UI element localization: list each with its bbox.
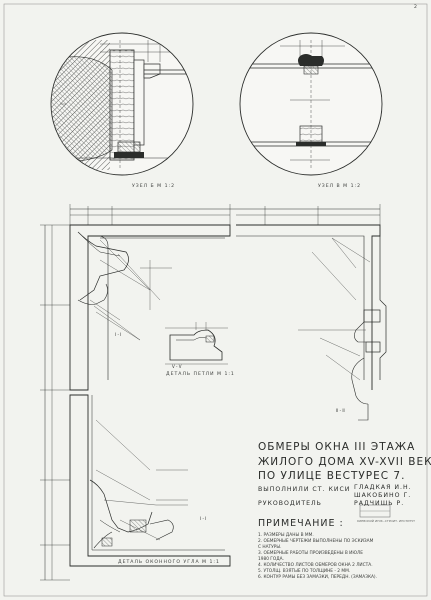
institute-stamp bbox=[359, 504, 391, 518]
caption-profile-detail: ДЕТАЛЬ ПЕТЛИ М 1:1 bbox=[166, 372, 235, 377]
title-line-3: ПО УЛИЦЕ ВЕСТУРЕС 7. bbox=[258, 470, 406, 482]
sheet-border bbox=[3, 3, 428, 597]
detail-left-circle bbox=[50, 32, 194, 176]
note-item: 1. РАЗМЕРЫ ДАНЫ В ММ. bbox=[258, 533, 314, 538]
title-line-2: ЖИЛОГО ДОМА XV-XVII ВЕКА bbox=[258, 456, 431, 468]
author-name-1: ГЛАДКАЯ И.Н. bbox=[354, 484, 412, 491]
title-line-1: ОБМЕРЫ ОКНА III ЭТАЖА bbox=[258, 441, 416, 453]
caption-detail-left: УЗЕЛ Б М 1:2 bbox=[132, 184, 175, 189]
section-label-right: II - II bbox=[336, 408, 345, 413]
caption-corner-detail: ДЕТАЛЬ ОКОННОГО УГЛА М 1:1 bbox=[118, 560, 220, 565]
note-item: 4. КОЛИЧЕСТВО ЛИСТОВ ОБМЕРОВ ОКНА 2 ЛИСТ… bbox=[258, 563, 373, 568]
dimension-label-group: I - I II - II I - I V - V bbox=[115, 332, 345, 521]
notes-heading: ПРИМЕЧАНИЕ : bbox=[258, 518, 344, 529]
caption-detail-right: УЗЕЛ В М 1:2 bbox=[318, 184, 361, 189]
author-name-3: РАДЧИШЬ Р. bbox=[354, 500, 405, 507]
author-name-2: ШАКОБИНО Г. bbox=[354, 492, 412, 499]
section-label-top: I - I bbox=[115, 332, 121, 337]
sheet-number: 2 bbox=[414, 5, 418, 10]
note-item: 1980 ГОДА. bbox=[258, 557, 284, 562]
section-label-small: V - V bbox=[172, 364, 182, 369]
profile-detail bbox=[165, 322, 228, 365]
made-by-label: ВЫПОЛНИЛИ СТ. КИСИ bbox=[258, 486, 351, 493]
note-item: 2. ОБМЕРНЫЕ ЧЕРТЕЖИ ВЫПОЛНЕНЫ ПО ЭСКИЗАМ bbox=[258, 539, 374, 544]
note-item: 6. КОНТУР РАМЫ БЕЗ ЗАМАЗКИ, ПЕРЕДН. (ЗАМ… bbox=[258, 575, 377, 580]
window-section-drawing bbox=[40, 204, 387, 581]
note-item: 5. УТОЛЩ. ВЗЯТЫЕ ПО ТОЛЩИНЕ - 2 ММ. bbox=[258, 569, 351, 574]
supervisor-label: РУКОВОДИТЕЛЬ bbox=[258, 500, 322, 507]
note-item: С НАТУРЫ. bbox=[258, 545, 282, 550]
section-label-bottom: I - I bbox=[200, 516, 206, 521]
institute-stamp-text: КИЕВСКИЙ ИНЖ.-СТРОИТ. ИНСТИТУТ bbox=[357, 519, 416, 523]
note-item: 3. ОБМЕРНЫЕ РАБОТЫ ПРОИЗВЕДЕНЫ В ИЮЛЕ bbox=[258, 551, 363, 556]
detail-right-circle bbox=[239, 32, 383, 176]
